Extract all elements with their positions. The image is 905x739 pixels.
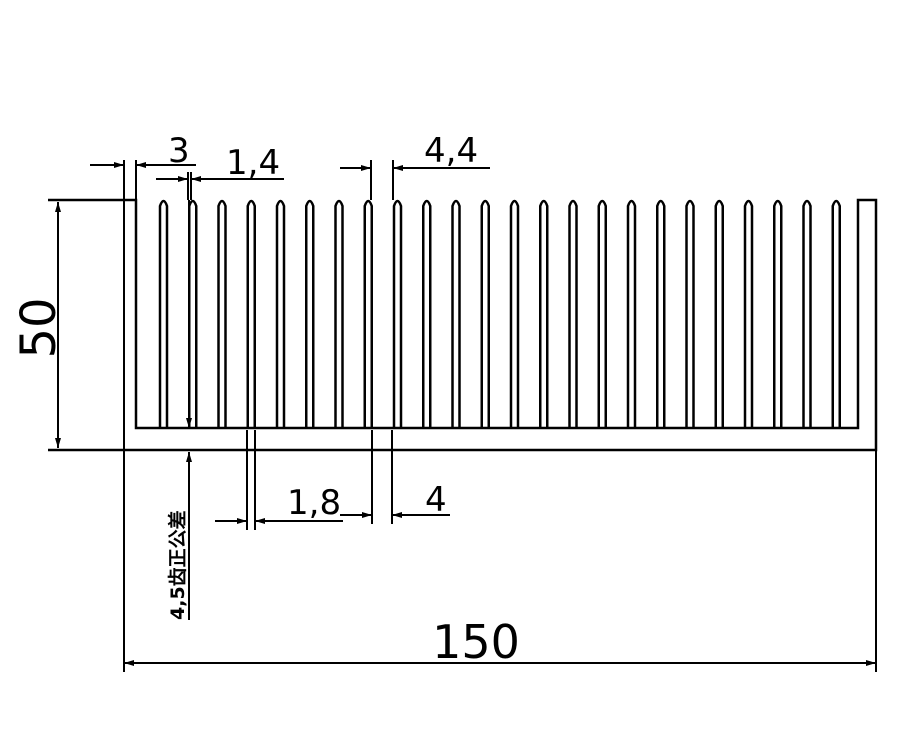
- fin: [392, 199, 403, 428]
- fin: [802, 199, 812, 428]
- profile-outline: [48, 198, 878, 452]
- fin: [158, 199, 169, 428]
- fin: [597, 199, 607, 428]
- fin-pitch-label: 4,4: [424, 131, 478, 171]
- fin: [743, 199, 754, 428]
- fin: [451, 199, 461, 428]
- fin-pitch-dimension: 4,4: [340, 131, 490, 200]
- tolerance-note: 4,5齿正公差: [166, 200, 192, 620]
- width-label: 150: [432, 615, 520, 669]
- gap-label: 4: [425, 480, 447, 520]
- fin: [714, 199, 724, 428]
- fin: [363, 199, 373, 428]
- fin: [626, 199, 637, 428]
- fin: [656, 199, 666, 428]
- tolerance-label: 4,5齿正公差: [166, 510, 189, 620]
- wall-thickness-label: 3: [168, 131, 190, 171]
- fin-root-label: 1,8: [287, 483, 341, 523]
- fin: [509, 199, 520, 428]
- fin: [568, 199, 578, 428]
- fin-root-dimension: 1,8: [215, 430, 343, 530]
- fin: [188, 199, 198, 428]
- height-dimension: 50: [11, 202, 67, 448]
- fin-tip-dimension: 1,4: [156, 143, 284, 200]
- fin: [422, 199, 432, 428]
- fin: [246, 199, 256, 428]
- height-label: 50: [11, 297, 67, 358]
- fin: [685, 199, 695, 428]
- fin: [334, 199, 344, 428]
- fin: [217, 199, 227, 428]
- gap-dimension: 4: [340, 430, 450, 524]
- fin: [480, 199, 490, 428]
- fin-tip-label: 1,4: [226, 143, 280, 183]
- fins: [158, 199, 841, 428]
- fin: [773, 199, 783, 428]
- width-dimension: 150: [123, 160, 877, 672]
- wall-thickness-dimension: 3: [90, 131, 196, 200]
- fin: [275, 199, 286, 428]
- fin: [539, 199, 549, 428]
- fin: [831, 199, 841, 428]
- fin: [305, 199, 315, 428]
